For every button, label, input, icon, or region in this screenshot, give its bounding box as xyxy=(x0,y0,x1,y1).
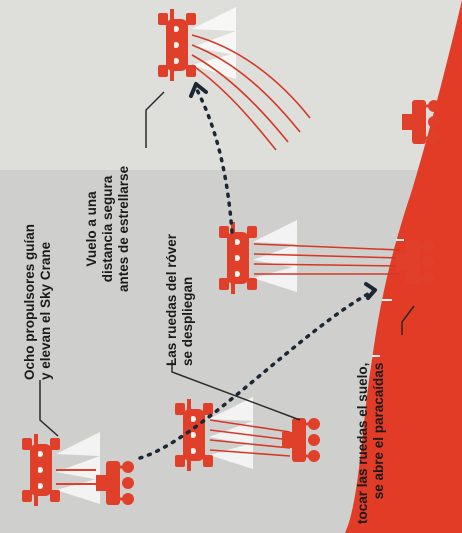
leader-line xyxy=(40,380,58,436)
label-line: Vuelo a una xyxy=(84,166,100,292)
rover-icon xyxy=(96,461,134,505)
label-thrusters: Ocho propulsores guían y elevan el Sky C… xyxy=(22,224,54,380)
arrow-icon xyxy=(366,284,375,298)
label-line: se abre el paracaídas xyxy=(371,363,387,524)
label-line: y elevan el Sky Crane xyxy=(38,224,54,380)
label-line: Las ruedas del róver xyxy=(164,234,180,366)
label-line: distancia segura xyxy=(100,166,116,292)
label-line: se despliegan xyxy=(180,234,196,366)
label-wheels-deploy: Las ruedas del róver se despliegan xyxy=(164,234,196,366)
label-line: antes de estrellarse xyxy=(116,166,132,292)
label-line: tocar las ruedas el suelo, xyxy=(355,363,371,524)
label-flyaway: Vuelo a una distancia segura antes de es… xyxy=(84,166,132,292)
label-touchdown: tocar las ruedas el suelo, se abre el pa… xyxy=(355,363,387,524)
label-line: Ocho propulsores guían xyxy=(22,224,38,380)
